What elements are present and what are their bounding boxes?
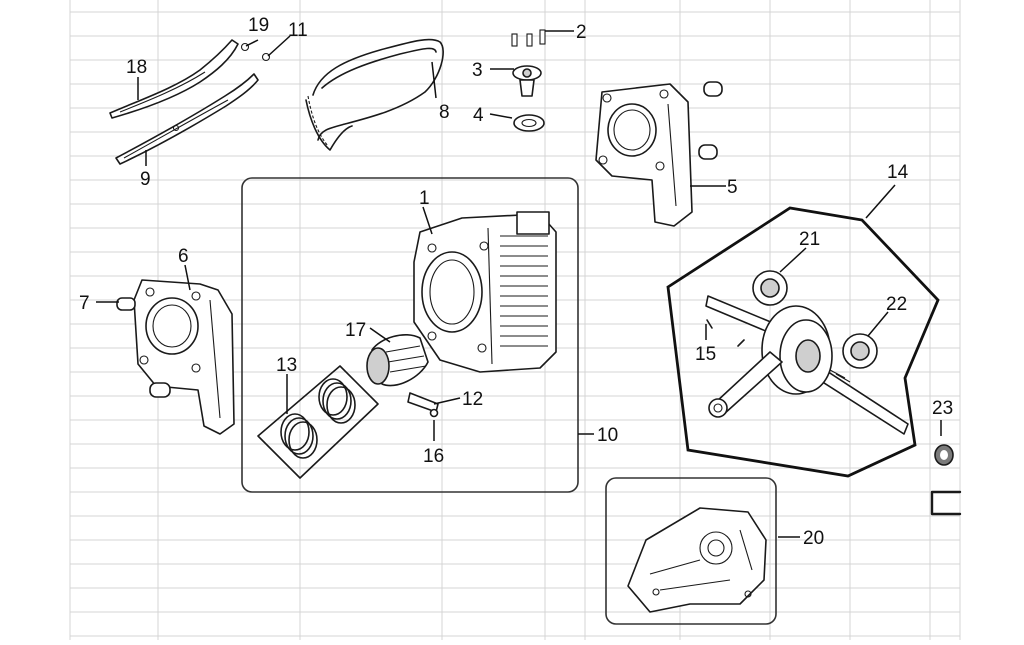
piston-ring-set-part — [257, 365, 379, 479]
crankcase-part — [627, 507, 767, 613]
cylinder-block-part — [413, 211, 557, 373]
callout-3: 3 — [472, 60, 483, 81]
callout-15: 15 — [695, 344, 716, 365]
callout-8: 8 — [439, 102, 450, 123]
timing-chain-part — [305, 38, 444, 151]
piston-part — [366, 334, 429, 387]
crank-bearing-left-part — [752, 270, 788, 306]
crankshaft-part — [705, 295, 909, 435]
callout-2: 2 — [576, 22, 587, 43]
callout-16: 16 — [423, 446, 444, 467]
cylinder-assembly-box — [241, 177, 579, 493]
callout-22: 22 — [886, 294, 907, 315]
callout-11: 11 — [288, 20, 308, 41]
chain-guide-part — [115, 73, 259, 165]
callout-18: 18 — [126, 57, 147, 78]
bolt-washer-part — [240, 42, 271, 62]
leader-lines — [96, 30, 942, 538]
cylinder-base-gasket-part — [116, 279, 235, 435]
callout-10: 10 — [597, 425, 618, 446]
callout-21: 21 — [799, 229, 820, 250]
callout-17: 17 — [345, 320, 366, 341]
crankshaft-assembly-outline — [666, 206, 940, 478]
callout-4: 4 — [473, 105, 484, 126]
woodruff-key-part — [706, 319, 745, 347]
callout-labels: 1 2 3 4 5 6 7 8 9 10 11 12 13 14 15 16 1… — [79, 15, 953, 549]
partial-frame-bracket — [930, 490, 962, 516]
crankcase-box — [605, 477, 777, 625]
piston-pin-part — [407, 392, 439, 418]
callout-5: 5 — [727, 177, 738, 198]
callout-14: 14 — [887, 162, 909, 183]
callout-9: 9 — [140, 169, 151, 190]
oil-seal-part — [934, 444, 954, 466]
crank-bearing-right-part — [842, 333, 878, 369]
callout-20: 20 — [803, 528, 824, 549]
chain-tensioner-part — [511, 29, 546, 132]
callout-12: 12 — [462, 389, 483, 410]
callout-23: 23 — [932, 398, 953, 419]
callout-7: 7 — [79, 293, 90, 314]
callout-6: 6 — [178, 246, 189, 267]
callout-13: 13 — [276, 355, 297, 376]
cylinder-head-gasket-part — [595, 81, 723, 227]
chain-tensioner-guide-part — [109, 39, 239, 119]
callout-1: 1 — [419, 188, 430, 209]
callout-19: 19 — [248, 15, 269, 36]
